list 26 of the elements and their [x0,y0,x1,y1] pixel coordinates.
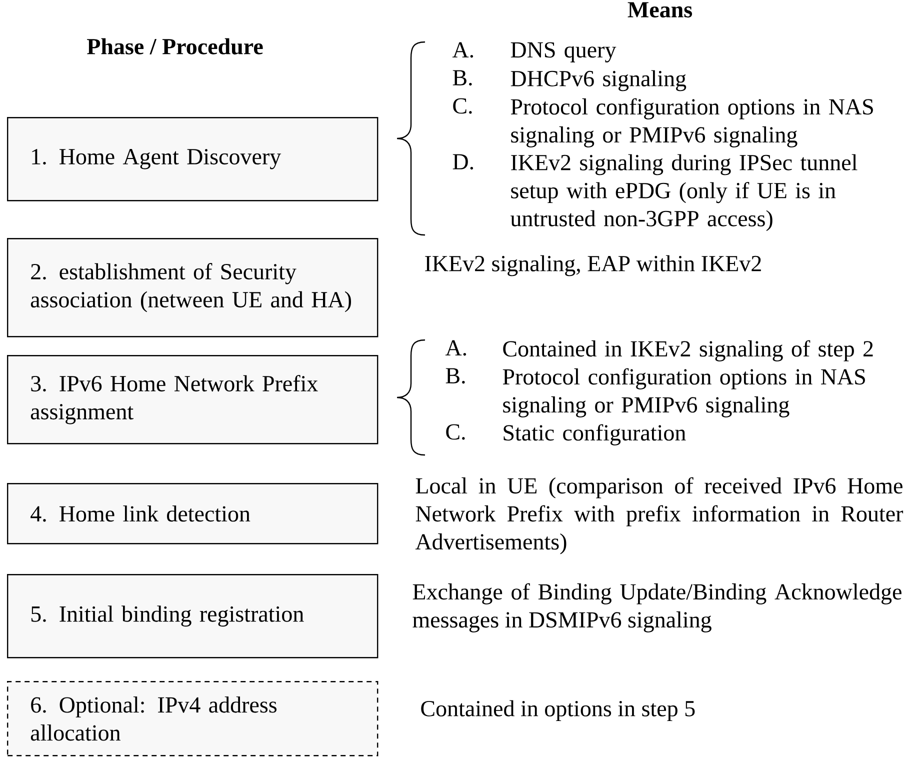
process-box: 6. Optional: IPv4 address allocation [7,681,378,756]
list-item: Protocol configuration options in NAS signaling or PMIPv6 signaling [510,98,873,148]
list-letter: B. [452,70,472,86]
list-letter: D. [452,154,474,170]
list-item: Protocol configuration options in NAS signaling or PMIPv6 signaling [502,368,865,418]
list-item: IKEv2 signaling during IPSec tunnel setup with ePDG (only if UE is in untrusted non-3GPP access) [510,154,858,232]
list-letter: A. [452,42,474,58]
list-letter: C. [453,98,472,114]
list-letter: A. [445,340,466,356]
column-heading: Means [628,2,692,18]
process-box: 5. Initial binding registration [7,574,378,658]
means-text: Local in UE (comparison of received IPv6 Home Network Prefix with prefix information in Router Advertisements) [415,477,904,554]
process-box: 1. Home Agent Discovery [7,117,378,202]
list-item: DHCPv6 signaling [510,70,686,92]
list-item: Contained in IKEv2 signaling of step 2 [503,340,873,362]
means-text: Exchange of Binding Update/Binding Acknowledge messages in DSMIPv6 signaling [412,583,902,632]
list-letter: B. [446,368,465,384]
means-text: IKEv2 signaling, EAP within IKEv2 [425,255,761,276]
process-box: 4. Home link detection [7,483,378,544]
process-box: 2. establishment of Security association (netween UE and HA) [7,238,378,338]
means-text: Contained in options in step 5 [421,700,695,722]
list-item: DNS query [510,42,616,62]
process-box: 3. IPv6 Home Network Prefix assignment [7,355,378,444]
list-letter: C. [446,424,465,440]
list-item: Static configuration [504,424,686,446]
column-heading: Phase / Procedure [87,38,263,54]
